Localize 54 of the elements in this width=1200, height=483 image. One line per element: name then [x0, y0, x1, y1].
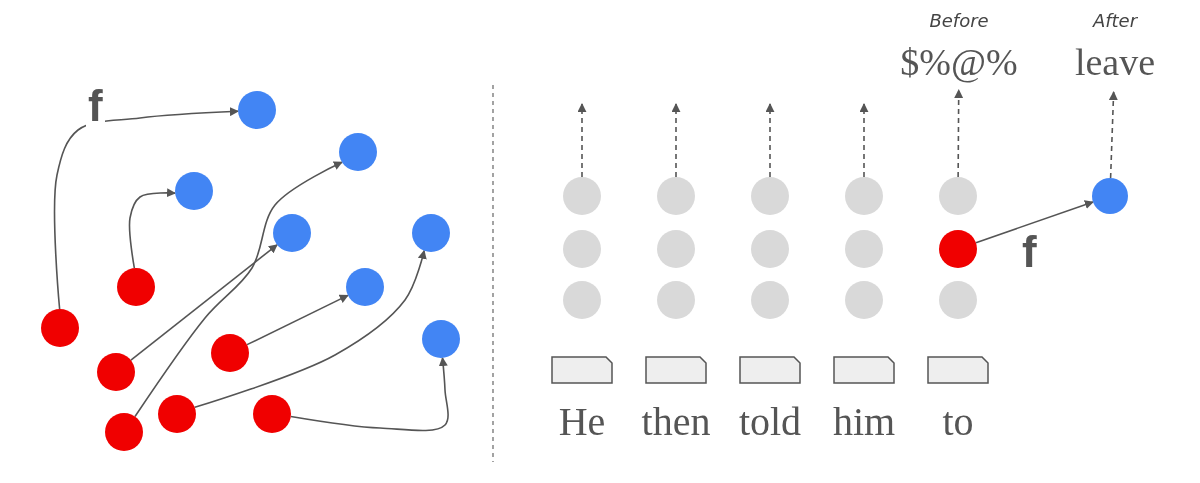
circle-node: [238, 91, 276, 129]
arrow: [290, 357, 449, 432]
arrow: [128, 188, 176, 269]
circle-node: [117, 268, 155, 306]
arrow: [53, 107, 239, 310]
circle-node: [751, 177, 789, 215]
arrow: [246, 294, 349, 346]
circle-node: [412, 214, 450, 252]
circle-node: [253, 395, 291, 433]
arrow: [194, 249, 427, 409]
arrow: [577, 103, 587, 178]
circle-node: [422, 320, 460, 358]
circle-node: [845, 281, 883, 319]
circle-node: [175, 172, 213, 210]
circle-node: [751, 281, 789, 319]
circle-node: [1092, 178, 1128, 214]
circle-node: [563, 177, 601, 215]
caption-label: Before: [928, 10, 990, 32]
circle-node: [346, 268, 384, 306]
arrow: [671, 103, 681, 178]
arrow: [975, 200, 1094, 244]
word-label: then: [640, 400, 712, 444]
word-label: him: [831, 400, 897, 444]
output-word: leave: [1073, 40, 1157, 84]
circle-node: [939, 177, 977, 215]
circle-node: [105, 413, 143, 451]
word-label: told: [737, 400, 803, 444]
circle-node: [657, 281, 695, 319]
circle-node: [657, 177, 695, 215]
circle-node: [158, 395, 196, 433]
circle-node: [41, 309, 79, 347]
edge-label: f: [1021, 230, 1038, 274]
circle-node: [939, 230, 977, 268]
arrow: [130, 244, 278, 362]
circle-node: [845, 230, 883, 268]
arrow: [134, 161, 343, 418]
output-word: $%@%: [900, 40, 1018, 84]
word-label: to: [941, 400, 975, 444]
arrow: [954, 89, 964, 178]
arrow: [859, 103, 869, 178]
circle-node: [563, 281, 601, 319]
arrow: [765, 103, 775, 178]
circle-node: [845, 177, 883, 215]
circle-node: [939, 281, 977, 319]
caption-label: After: [1091, 10, 1139, 32]
circle-node: [273, 214, 311, 252]
circle-node: [211, 334, 249, 372]
circle-node: [97, 353, 135, 391]
circle-node: [751, 230, 789, 268]
word-label: He: [557, 400, 607, 444]
circle-node: [339, 133, 377, 171]
arrow: [1108, 91, 1118, 179]
circle-node: [563, 230, 601, 268]
circle-node: [657, 230, 695, 268]
